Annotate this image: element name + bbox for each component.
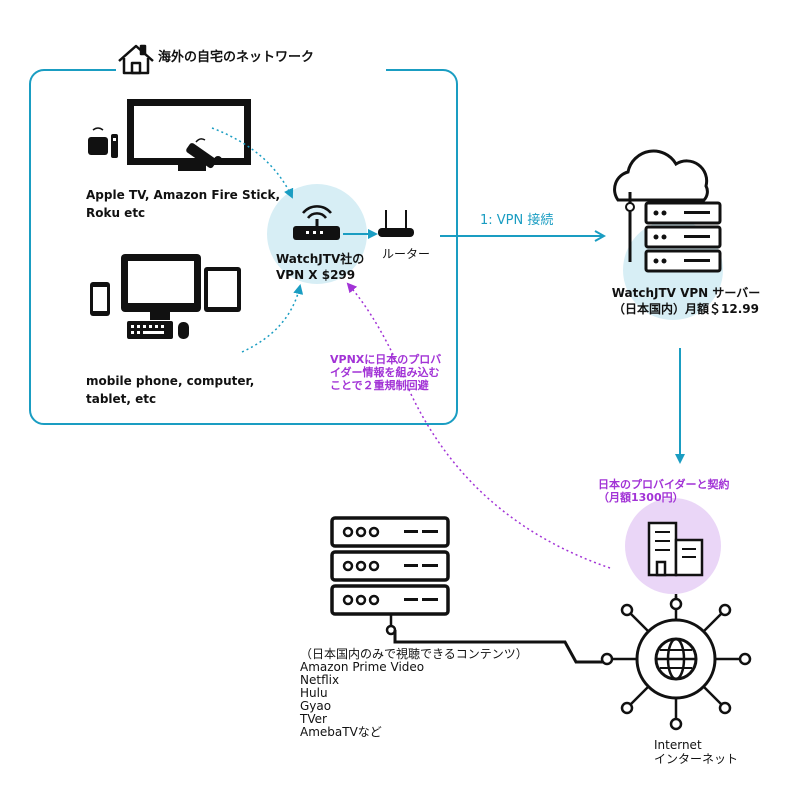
vpn-server-label: WatchJTV VPN サーバー （日本国内）月額＄12.99 [611,286,761,316]
mouse-icon [178,322,189,339]
internet-globe-icon [600,596,752,731]
house-icon [118,44,154,75]
computer-to-router-dotted-arrow [241,284,304,353]
tv-icon [127,99,251,171]
router-icon [378,210,414,237]
router-label: ルーター [382,247,431,261]
computing-devices-label: mobile phone, computer, tablet, etc [86,374,255,406]
provider-label: 日本のプロバイダーと契約 （月額1300円） [598,478,730,504]
content-to-internet-line [393,630,603,664]
bypass-note: VPNXに日本のプロバ イダー情報を組み込む ことで２重規制回避 [330,353,442,392]
vpn-connection-label: 1: VPN 接続 [480,213,554,228]
watchjtv-router-label: WatchJTV社の VPN X $299 [276,252,365,282]
provider-to-router-dotted-arrow [346,282,611,569]
home-network-title: 海外の自宅のネットワーク [158,50,315,65]
wifi-router-icon [293,205,340,240]
smartphone-icon [90,282,110,316]
streaming-box-icon [88,127,118,158]
internet-label: Internet インターネット [654,738,739,766]
content-services-list: （日本国内のみで視聴できるコンテンツ） Amazon Prime Video N… [300,647,528,739]
cloud-server-icon [613,149,722,273]
tv-to-router-dotted-arrow [211,127,294,199]
provider-building-icon [647,521,704,577]
tablet-icon [204,267,241,312]
streaming-devices-label: Apple TV, Amazon Fire Stick, Roku etc [86,188,281,220]
keyboard-icon [127,321,173,339]
computer-monitor-icon [121,254,201,320]
remote-control-icon [186,138,222,169]
content-server-stack-icon [330,516,450,636]
